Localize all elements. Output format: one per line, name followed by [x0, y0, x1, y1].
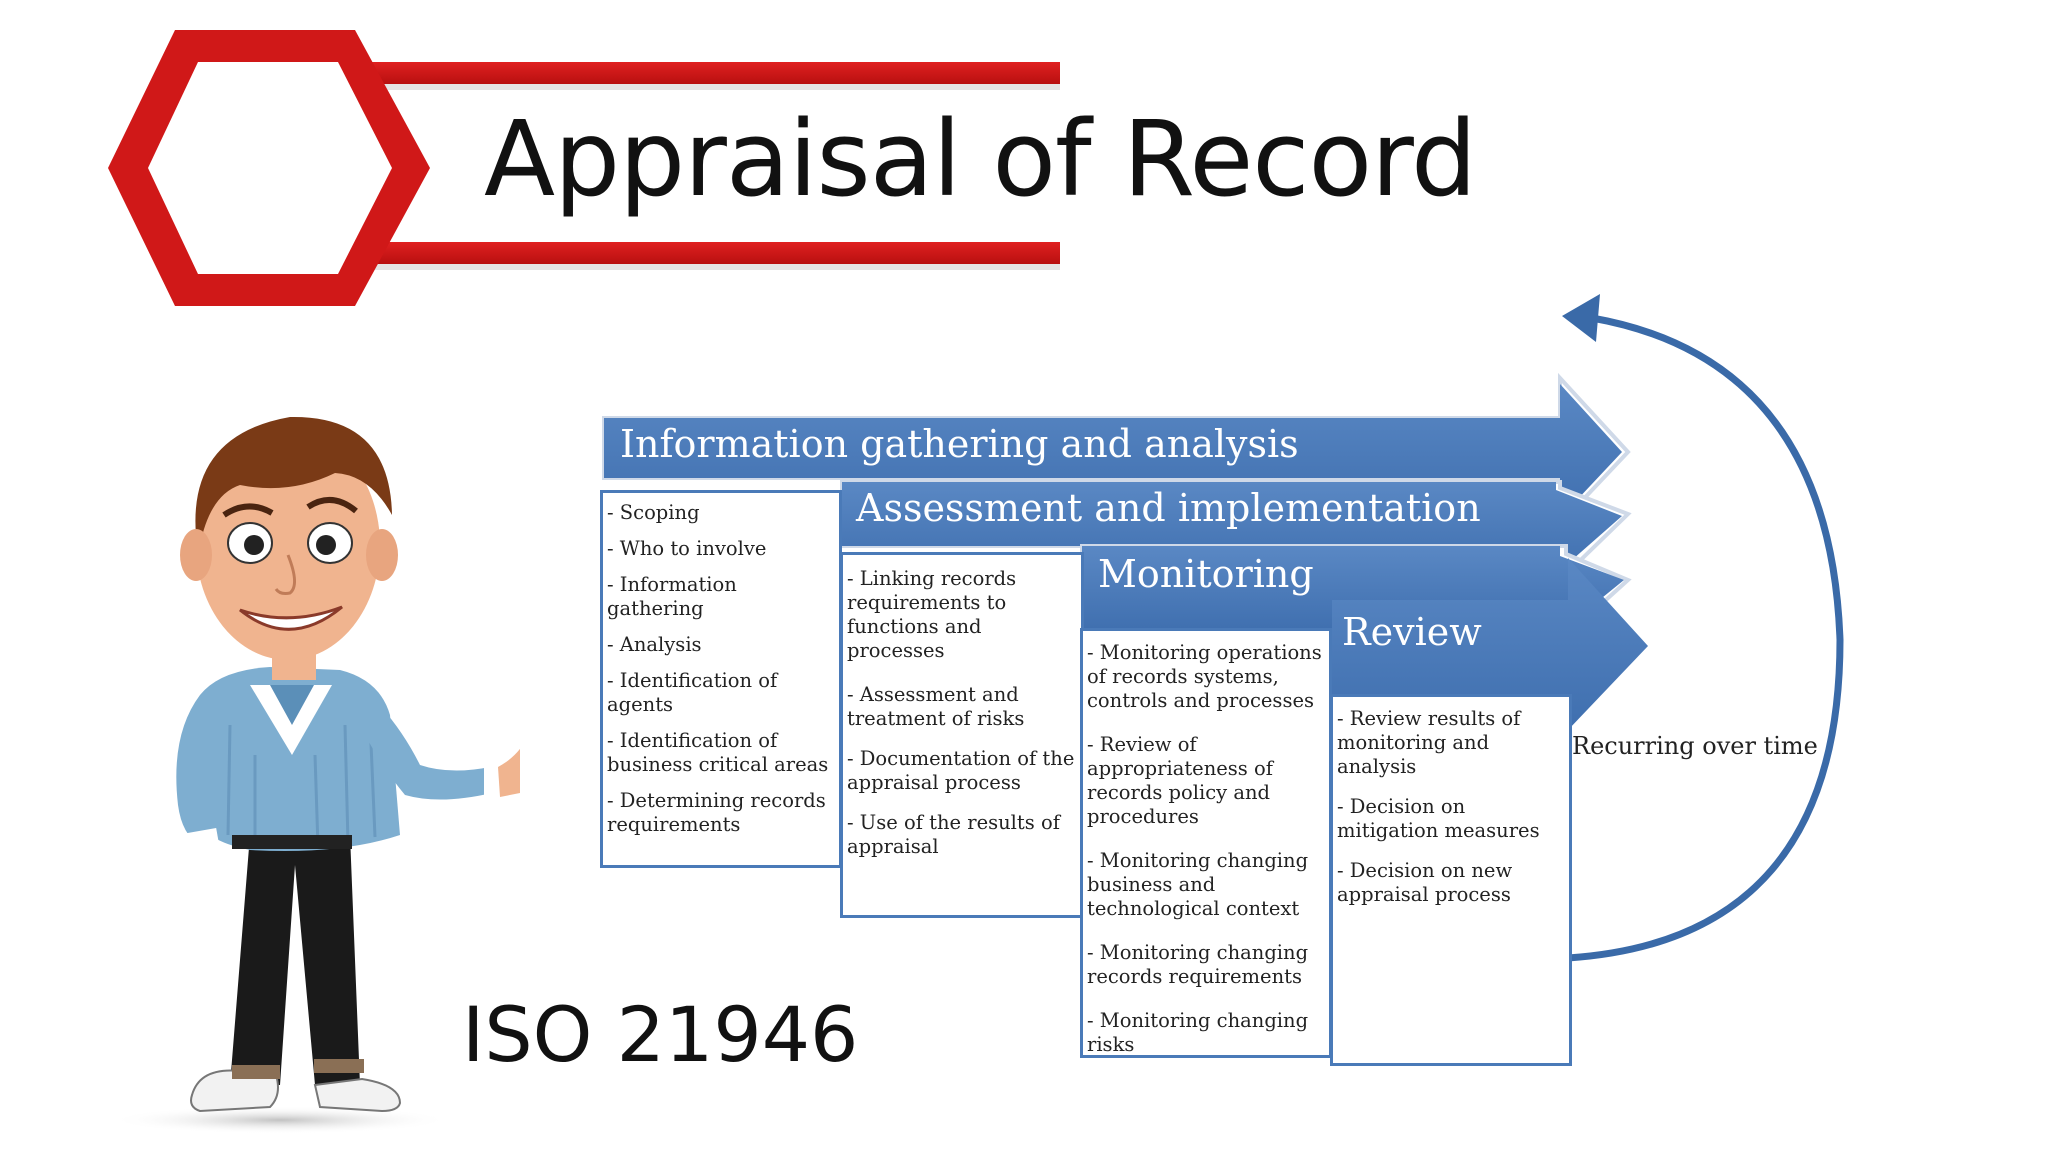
slide-title: Appraisal of Record [484, 98, 1477, 220]
list-item: - Review results of monitoring and analy… [1337, 707, 1521, 778]
stage-items-2: - Linking records requirements to functi… [840, 552, 1084, 918]
stage-items-1: - Scoping - Who to involve - Information… [600, 490, 842, 868]
stage-items-4: - Review results of monitoring and analy… [1330, 694, 1572, 1066]
list-item: - Use of the results of appraisal [847, 811, 1060, 858]
cartoon-man-illustration [110, 416, 520, 1134]
list-item: - Review of appropriateness of records p… [1087, 733, 1273, 828]
header-bar-top [330, 62, 1060, 84]
list-item: - Decision on mitigation measures [1337, 795, 1540, 842]
stage-title-1: Information gathering and analysis [620, 422, 1299, 466]
stage-items-3: - Monitoring operations of records syste… [1080, 628, 1332, 1058]
list-item: - Monitoring changing records requiremen… [1087, 941, 1309, 988]
list-item: - Decision on new appraisal process [1337, 859, 1513, 906]
standard-label: ISO 21946 [462, 990, 859, 1079]
list-item: - Monitoring changing business and techn… [1087, 849, 1309, 920]
stage-band-2 [840, 480, 1632, 585]
list-item: - Monitoring changing risks [1087, 1009, 1309, 1056]
stage-title-3: Monitoring [1098, 552, 1314, 596]
list-item: - Assessment and treatment of risks [847, 683, 1025, 730]
header-graphic [108, 30, 1060, 306]
stage-title-4: Review [1342, 610, 1482, 654]
list-item: - Who to involve [607, 537, 767, 560]
stage-band-4 [1332, 558, 1648, 730]
recurring-cycle-arrow [1567, 314, 1844, 962]
header-bar-bottom [330, 242, 1060, 264]
list-item: - Monitoring operations of records syste… [1087, 641, 1322, 712]
list-item: - Documentation of the appraisal process [847, 747, 1075, 794]
cycle-label: Recurring over time [1572, 732, 1818, 760]
list-item: - Linking records requirements to functi… [847, 567, 1017, 662]
list-item: - Identification of agents [607, 669, 778, 716]
list-item: - Determining records requirements [607, 789, 826, 836]
stage-title-2: Assessment and implementation [856, 486, 1481, 530]
list-item: - Information gathering [607, 573, 737, 620]
list-item: - Analysis [607, 633, 702, 656]
list-item: - Scoping [607, 501, 700, 524]
list-item: - Identification of business critical ar… [607, 729, 829, 776]
stage-band-1 [602, 372, 1631, 530]
